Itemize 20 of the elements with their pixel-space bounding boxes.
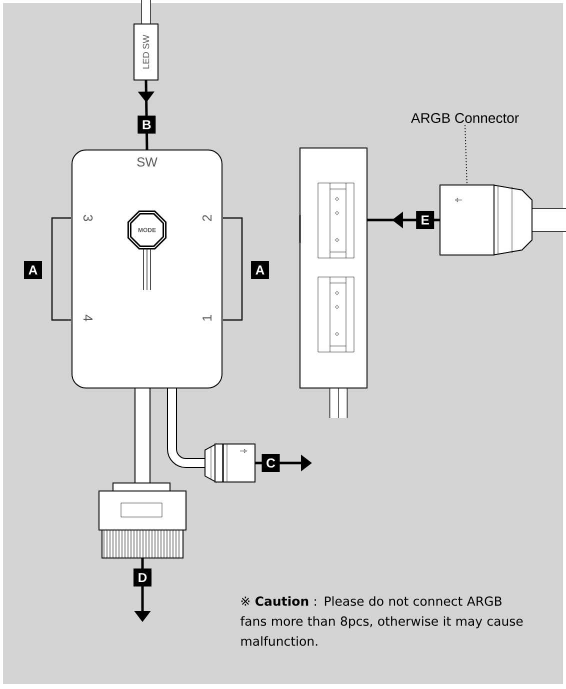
cable (167, 388, 204, 468)
callout-letter: A (24, 261, 42, 279)
callout-letter: D (134, 568, 152, 587)
callout-letter: C (262, 454, 280, 472)
callout-letter: A (251, 261, 269, 279)
callout-letter: E (416, 211, 434, 229)
caution-note: ※ Caution : Please do not connect ARGB fans more than 8pcs, otherwise it may cause malfunction. (240, 596, 523, 646)
cable (134, 388, 150, 482)
port-label: 1 (202, 315, 212, 321)
port-label: 4 (84, 314, 92, 322)
port-label: SW (137, 157, 158, 167)
callout-label: ARGB Connector (410, 113, 519, 123)
argb-hub-board (299, 148, 368, 388)
led-switch-plug: LED SW (134, 24, 158, 80)
power-connector (98, 482, 186, 558)
port-label: 2 (202, 215, 212, 221)
port-label: 3 (83, 214, 93, 222)
callout-letter: B (138, 116, 156, 134)
leader-line (464, 124, 468, 185)
argb-plug (440, 184, 532, 256)
